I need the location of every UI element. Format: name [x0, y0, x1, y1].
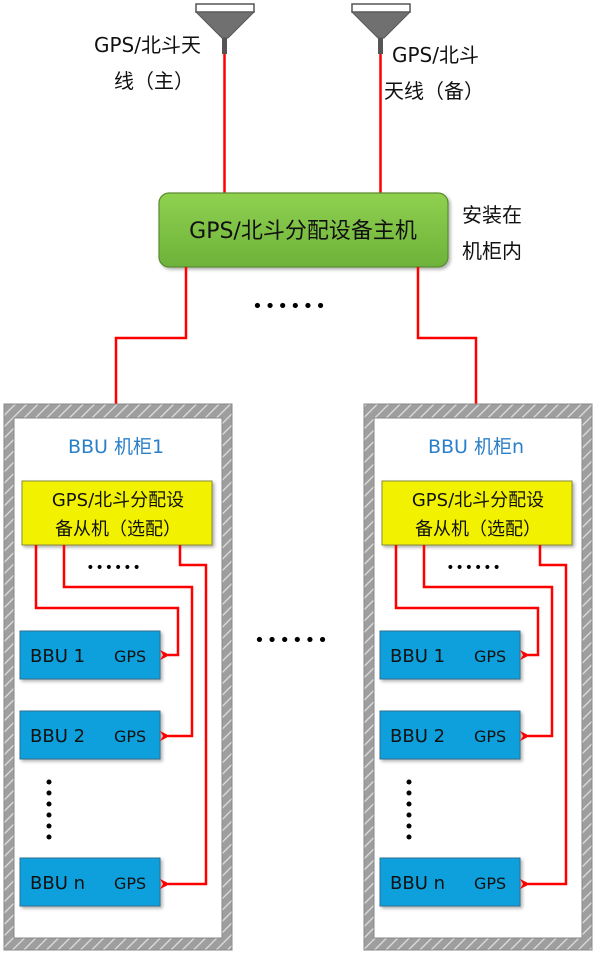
slave-unit — [381, 480, 573, 546]
feed-line-bbu1 — [34, 545, 180, 660]
vertical-ellipsis-dot — [46, 823, 52, 829]
feed-line-bbun — [160, 545, 208, 889]
slave-unit — [21, 480, 213, 546]
bbu-gps-port: GPS — [474, 874, 506, 893]
vertical-ellipsis-dot — [46, 812, 52, 818]
cabinet-title: BBU 机柜n — [428, 436, 524, 458]
vertical-ellipsis-dot — [406, 823, 412, 829]
bbu-unit — [19, 857, 161, 907]
host-note-1: 安装在 — [462, 203, 522, 227]
bbu-gps-port: GPS — [114, 727, 146, 746]
vertical-ellipsis-dot — [46, 834, 52, 840]
bbu-gps-port: GPS — [474, 647, 506, 666]
slave-ellipsis: •••••• — [86, 560, 142, 576]
feed-line-bbu2 — [62, 545, 194, 741]
host-label: GPS/北斗分配设备主机 — [189, 219, 417, 244]
slave-ellipsis: •••••• — [446, 560, 502, 576]
bbu-name: BBU 2 — [30, 726, 85, 747]
bbu-name: BBU 2 — [390, 726, 445, 747]
cabinet-title: BBU 机柜1 — [68, 436, 164, 458]
bbu-unit — [19, 710, 161, 760]
bbu-name: BBU n — [390, 873, 445, 894]
host-unit: GPS/北斗分配设备主机 — [158, 192, 449, 268]
ellipsis-top: •••••• — [252, 296, 328, 317]
antenna-backup-label-1: GPS/北斗 — [392, 43, 479, 67]
vertical-ellipsis-dot — [406, 834, 412, 840]
antenna-main-label-2: 线（主） — [114, 69, 194, 93]
feed-line-bbu1 — [394, 545, 540, 660]
bbu-name: BBU 1 — [390, 646, 445, 667]
bbu-unit — [379, 857, 521, 907]
antenna-main-icon — [194, 3, 256, 54]
ellipsis-middle: •••••• — [254, 630, 330, 651]
slave-label-1: GPS/北斗分配设 — [52, 490, 184, 511]
vertical-ellipsis-dot — [406, 779, 412, 785]
bbu-gps-port: GPS — [474, 727, 506, 746]
vertical-ellipsis-dot — [406, 790, 412, 796]
antenna-backup-icon — [350, 3, 412, 54]
vertical-ellipsis-dot — [46, 790, 52, 796]
slave-label-2: 备从机（选配） — [415, 519, 541, 540]
vertical-ellipsis-dot — [46, 779, 52, 785]
bbu-unit — [379, 710, 521, 760]
slave-label-1: GPS/北斗分配设 — [412, 490, 544, 511]
bbu-unit — [19, 630, 161, 680]
vertical-ellipsis-dot — [406, 801, 412, 807]
antenna-main-label-1: GPS/北斗天 — [94, 33, 201, 57]
feed-line-bbun — [520, 545, 568, 889]
host-note-2: 机柜内 — [462, 239, 522, 263]
bbu-gps-port: GPS — [114, 647, 146, 666]
bbu-gps-port: GPS — [114, 874, 146, 893]
bbu-unit — [379, 630, 521, 680]
vertical-ellipsis-dot — [46, 801, 52, 807]
slave-label-2: 备从机（选配） — [55, 519, 181, 540]
bbu-name: BBU n — [30, 873, 85, 894]
vertical-ellipsis-dot — [406, 812, 412, 818]
bbu-name: BBU 1 — [30, 646, 85, 667]
antenna-backup-label-2: 天线（备） — [384, 79, 484, 103]
feed-line-bbu2 — [422, 545, 554, 741]
